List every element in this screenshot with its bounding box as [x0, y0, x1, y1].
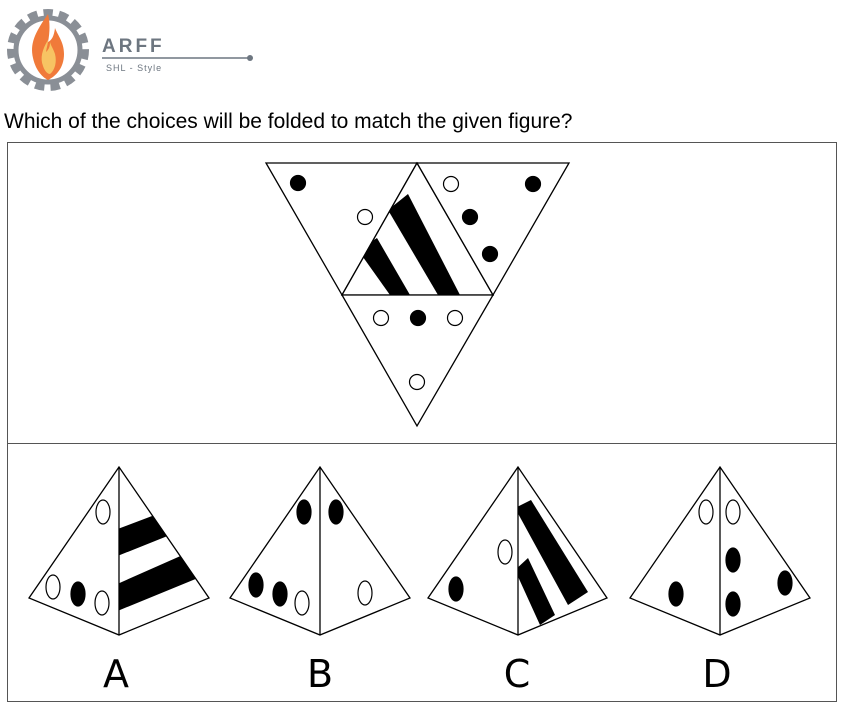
black-dot: [289, 174, 307, 192]
black-dot: [725, 591, 741, 617]
black-dot: [409, 309, 427, 327]
choice-c-pyramid[interactable]: [427, 465, 608, 636]
white-dot: [94, 590, 110, 616]
logo-brand-text: ARFF: [102, 36, 165, 57]
question-text: Which of the choices will be folded to m…: [4, 110, 573, 133]
white-dot: [442, 175, 460, 193]
white-dot: [446, 309, 464, 327]
flame-icon: [32, 14, 64, 80]
stripe: [119, 513, 170, 557]
white-dot: [95, 499, 111, 525]
white-dot: [357, 580, 373, 606]
black-dot: [296, 499, 312, 525]
black-dot: [448, 576, 464, 602]
black-dot: [70, 581, 86, 607]
black-dot: [328, 499, 344, 525]
choice-c-label[interactable]: C: [503, 652, 531, 696]
black-dot: [461, 208, 479, 226]
logo-subtitle-text: SHL - Style: [106, 63, 162, 73]
black-dot: [524, 175, 542, 193]
frame-divider: [7, 443, 837, 444]
black-dot: [272, 581, 288, 607]
net-dots: [289, 174, 542, 391]
black-dot: [481, 245, 499, 263]
choice-b-pyramid[interactable]: [229, 465, 411, 636]
logo-rule-dot: [247, 55, 253, 61]
black-dot: [248, 572, 264, 598]
black-dot: [668, 581, 684, 607]
net-center-stripes: [358, 194, 460, 295]
choice-d-label[interactable]: D: [702, 652, 732, 696]
arff-logo: ARFF SHL - Style: [7, 9, 253, 91]
choice-a-label[interactable]: A: [103, 652, 129, 696]
black-dot: [777, 570, 793, 596]
white-dot: [497, 539, 513, 565]
white-dot: [698, 499, 714, 525]
white-dot: [372, 309, 390, 327]
white-dot: [45, 574, 61, 600]
stripe: [518, 500, 588, 605]
net-top-right-face: [415, 162, 571, 297]
stripe: [119, 554, 198, 612]
net-bottom-face: [340, 294, 495, 428]
puzzle-frame: [7, 142, 837, 702]
choice-a-pyramid[interactable]: [28, 465, 210, 636]
stripe: [518, 558, 555, 625]
white-dot: [356, 208, 374, 226]
white-dot: [725, 499, 741, 525]
stripe: [388, 194, 460, 295]
black-dot: [725, 547, 741, 573]
stripe: [358, 238, 410, 295]
white-dot: [408, 373, 426, 391]
white-dot: [294, 590, 310, 616]
choice-b-label[interactable]: B: [306, 652, 334, 696]
choice-d-pyramid[interactable]: [629, 465, 811, 636]
